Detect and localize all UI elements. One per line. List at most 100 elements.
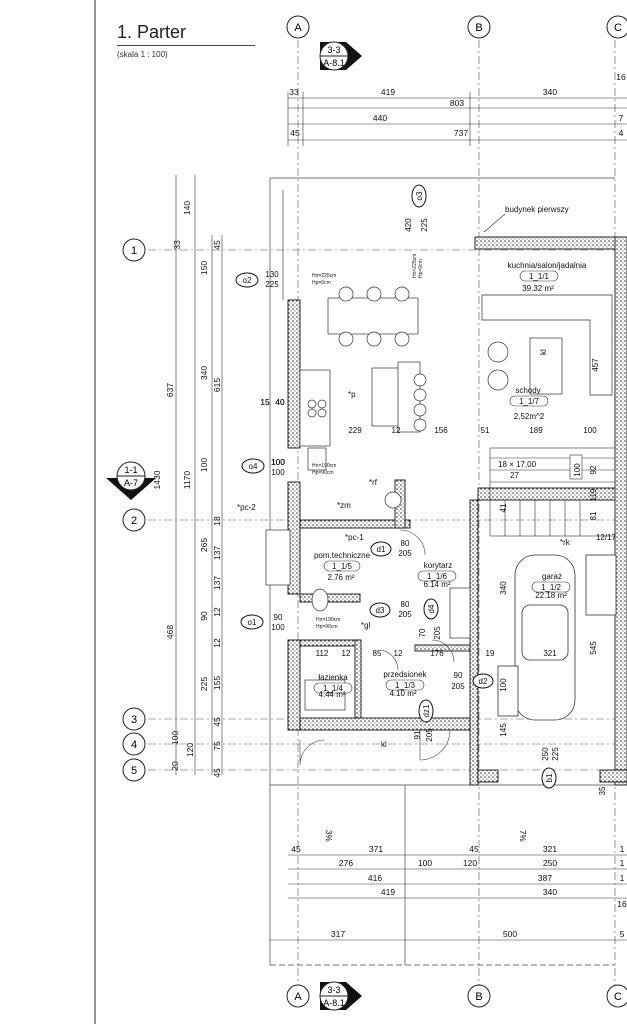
svg-text:340: 340 <box>499 581 508 595</box>
svg-text:12: 12 <box>394 649 403 658</box>
axis-label-a-bottom: A <box>294 991 302 1003</box>
svg-text:Hn=225cm: Hn=225cm <box>412 254 418 278</box>
svg-text:51: 51 <box>481 426 490 435</box>
svg-text:615: 615 <box>212 378 222 392</box>
svg-text:545: 545 <box>589 641 598 655</box>
svg-text:80: 80 <box>401 600 410 609</box>
svg-text:387: 387 <box>538 873 552 883</box>
svg-text:7: 7 <box>619 113 624 123</box>
svg-text:100: 100 <box>583 426 597 435</box>
svg-text:Hn=190cm: Hn=190cm <box>312 463 336 469</box>
left-dimension-values: 637 1430 468 140 1170 150 340 100 265 90… <box>152 201 285 778</box>
svg-text:150: 150 <box>199 261 209 275</box>
svg-text:15: 15 <box>260 397 270 407</box>
axis-label-5: 5 <box>131 765 137 777</box>
bathroom-fixtures <box>265 447 471 711</box>
svg-text:420: 420 <box>404 218 413 232</box>
svg-text:1: 1 <box>620 873 625 883</box>
svg-text:340: 340 <box>199 366 209 380</box>
svg-text:120: 120 <box>463 858 477 868</box>
svg-text:100: 100 <box>271 468 285 477</box>
svg-text:Hn=190cm: Hn=190cm <box>316 617 340 623</box>
section-mark-bottom: 3-3 A-8.1 <box>319 981 362 1011</box>
svg-text:468: 468 <box>165 625 175 639</box>
svg-text:100: 100 <box>170 731 180 745</box>
svg-text:1_1/3: 1_1/3 <box>395 681 416 690</box>
svg-text:371: 371 <box>369 844 383 854</box>
axis-label-4: 4 <box>131 739 137 751</box>
svg-text:140: 140 <box>182 201 192 215</box>
svg-text:korytarz: korytarz <box>424 561 452 570</box>
svg-text:100: 100 <box>271 457 285 467</box>
svg-text:317: 317 <box>331 929 345 939</box>
title-underline <box>117 45 255 46</box>
svg-text:12/17: 12/17 <box>596 533 617 542</box>
svg-text:1_1/5: 1_1/5 <box>332 562 353 571</box>
svg-text:119: 119 <box>589 488 598 501</box>
svg-text:500: 500 <box>503 929 517 939</box>
svg-text:kl: kl <box>539 349 548 355</box>
svg-text:12: 12 <box>212 638 222 648</box>
svg-text:kuchnia/salon/jadalnia: kuchnia/salon/jadalnia <box>508 261 587 270</box>
axis-row-markers: 1 2 3 4 5 <box>122 238 146 782</box>
svg-text:145: 145 <box>499 723 508 737</box>
axis-label-2: 2 <box>131 515 137 527</box>
svg-text:205: 205 <box>398 549 412 558</box>
svg-text:22.18 m²: 22.18 m² <box>535 591 567 600</box>
svg-text:419: 419 <box>381 87 395 97</box>
svg-text:12: 12 <box>342 649 351 658</box>
svg-text:d4: d4 <box>427 604 436 613</box>
svg-text:1_1/7: 1_1/7 <box>519 397 540 406</box>
svg-text:155: 155 <box>212 676 222 690</box>
svg-text:250: 250 <box>543 858 557 868</box>
svg-text:A-7: A-7 <box>124 478 138 488</box>
axis-label-b-bottom: B <box>475 991 482 1003</box>
svg-text:*gl: *gl <box>361 621 371 630</box>
svg-text:189: 189 <box>529 426 543 435</box>
svg-text:1_1/1: 1_1/1 <box>529 272 550 281</box>
svg-text:265: 265 <box>199 538 209 552</box>
svg-text:19: 19 <box>486 649 495 658</box>
svg-text:419: 419 <box>381 887 395 897</box>
axis-label-a-top: A <box>294 22 302 34</box>
svg-text:2,52m^2: 2,52m^2 <box>514 412 545 421</box>
svg-text:321: 321 <box>543 649 557 658</box>
svg-text:130: 130 <box>265 270 279 279</box>
svg-text:pom.techniczne: pom.techniczne <box>314 551 371 560</box>
axis-label-3: 3 <box>131 714 137 726</box>
svg-text:12: 12 <box>212 607 222 617</box>
svg-text:205: 205 <box>398 610 412 619</box>
svg-text:276: 276 <box>339 858 353 868</box>
svg-text:40: 40 <box>276 398 285 407</box>
svg-text:45: 45 <box>212 768 222 778</box>
svg-text:100: 100 <box>271 623 285 632</box>
svg-text:70: 70 <box>418 628 427 637</box>
svg-text:205: 205 <box>425 728 434 742</box>
svg-text:*zm: *zm <box>337 501 351 510</box>
door-swings <box>299 529 455 766</box>
svg-text:225: 225 <box>551 747 560 761</box>
svg-text:90: 90 <box>274 613 283 622</box>
svg-text:1_1/6: 1_1/6 <box>427 572 448 581</box>
svg-text:1170: 1170 <box>182 471 192 490</box>
svg-text:27: 27 <box>510 471 519 480</box>
axis-column-markers-bottom: A B C <box>286 984 627 1008</box>
svg-text:45: 45 <box>212 240 222 250</box>
svg-text:1: 1 <box>620 844 625 854</box>
annotations: budynek pierwszy *p *rf *zm *pc-1 *pc-2 … <box>237 205 571 842</box>
svg-text:75: 75 <box>212 741 222 751</box>
grid-lines <box>148 40 627 985</box>
svg-text:o2: o2 <box>243 276 252 285</box>
svg-text:33: 33 <box>289 87 299 97</box>
svg-text:90: 90 <box>199 611 209 621</box>
svg-text:35: 35 <box>598 786 607 795</box>
axis-label-b-top: B <box>475 22 482 34</box>
svg-text:85: 85 <box>373 649 382 658</box>
bottom-dimension-values: 45 371 45 321 276 100 120 250 416 387 41… <box>291 844 627 939</box>
svg-text:137: 137 <box>212 546 222 560</box>
left-dimensions <box>175 175 223 775</box>
svg-text:1_1/4: 1_1/4 <box>323 684 344 693</box>
svg-text:803: 803 <box>450 98 464 108</box>
svg-text:112: 112 <box>316 649 329 658</box>
